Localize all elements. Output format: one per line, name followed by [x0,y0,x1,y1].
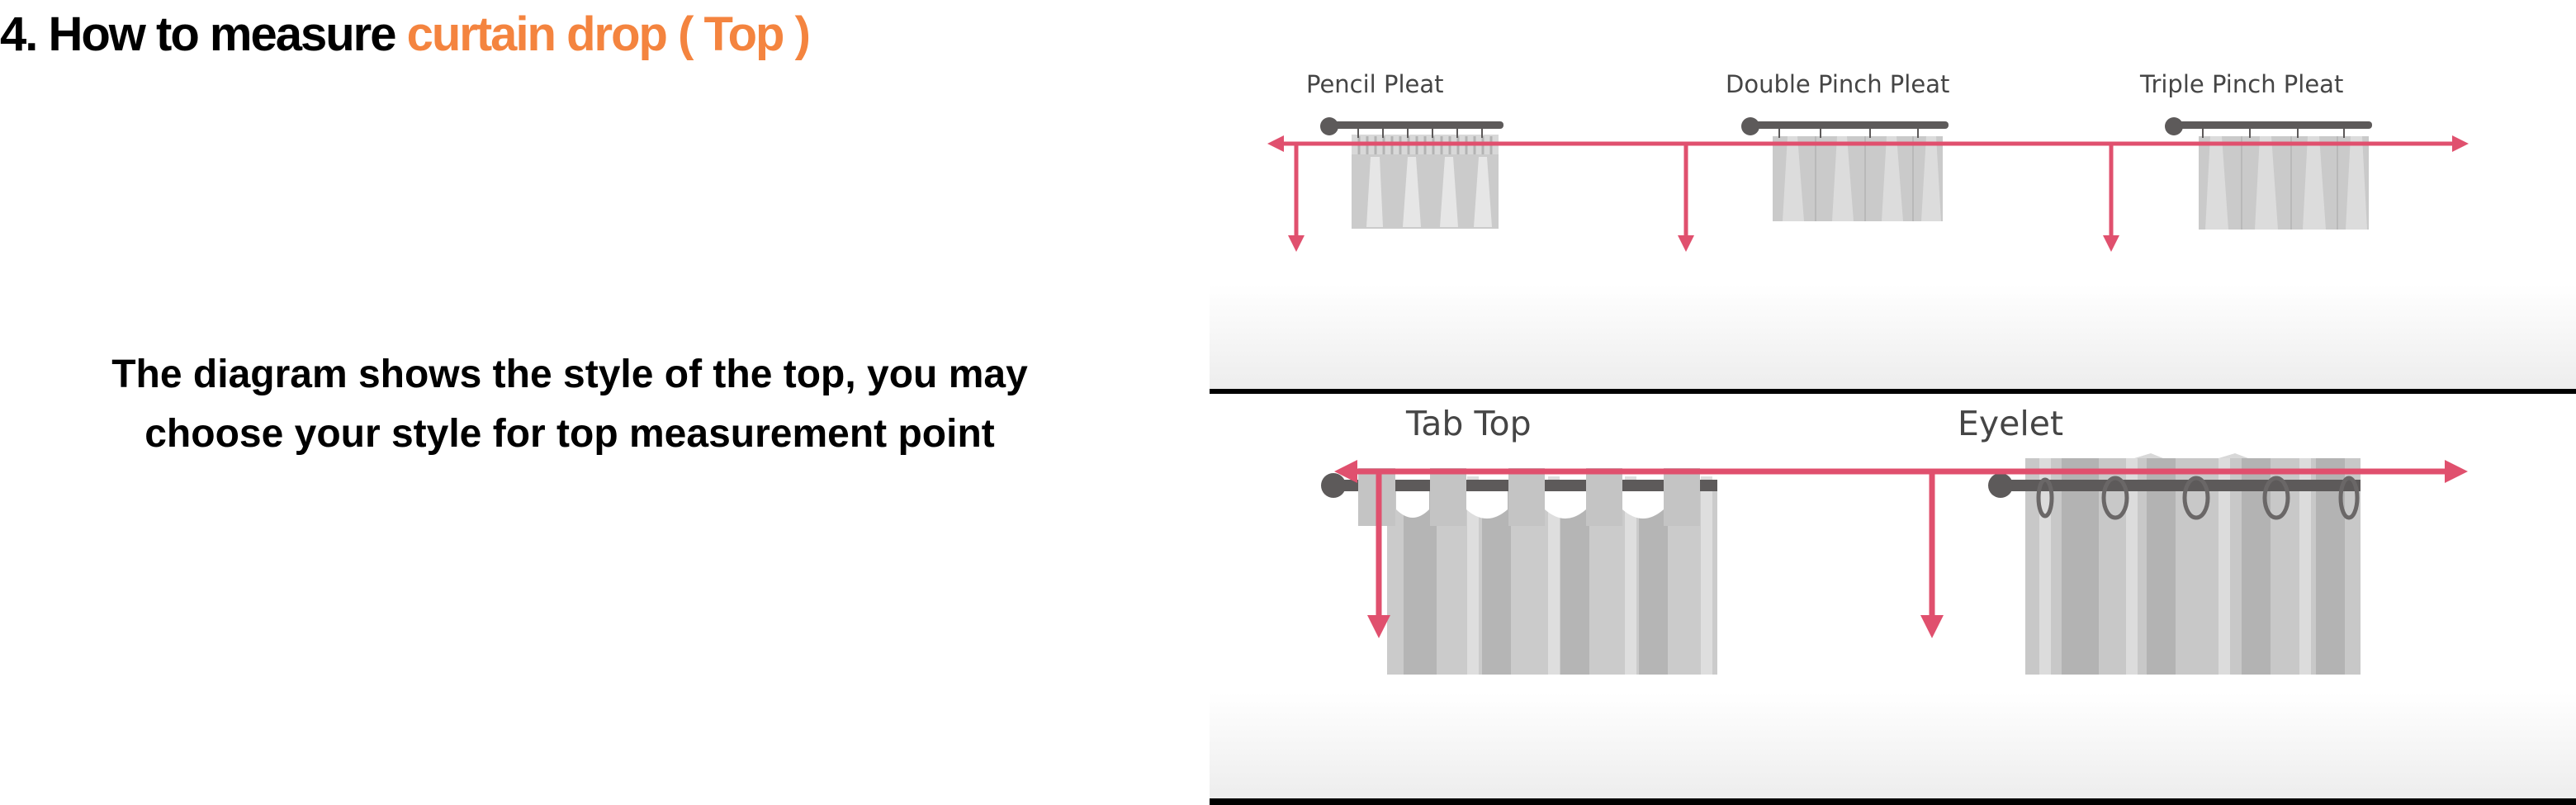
measurement-arrows [1267,135,2469,252]
title-prefix: 4. How to measure [0,7,407,61]
floor-shade [1210,693,2576,805]
page-title: 4. How to measure curtain drop ( Top ) [0,2,811,68]
floor-shade [1210,285,2576,394]
top-styles-panel: Tab Top Eyelet [1210,394,2576,805]
title-highlight: curtain drop ( Top ) [406,7,811,61]
tab-eyelet-diagram: Tab Top Eyelet [1210,404,2576,805]
pleat-styles-panel: Pencil Pleat Double Pinch Pleat Triple P… [1210,62,2576,394]
pleat-styles-diagram: Pencil Pleat Double Pinch Pleat Triple P… [1210,70,2576,394]
measurement-arrows [1334,460,2468,638]
description-line-2: choose your style for top measurement po… [144,412,995,456]
panel-divider [1210,389,2576,394]
style-label-pencil-pleat: Pencil Pleat [1306,70,1443,98]
pencil-pleat-curtain [1352,135,1499,229]
style-label-tab-top: Tab Top [1405,404,1532,443]
double-pinch-pleat-curtain [1773,136,1943,221]
eyelet-curtain [1988,453,2361,675]
style-label-triple-pinch-pleat: Triple Pinch Pleat [2139,70,2343,98]
curtain-rods [1320,117,2372,135]
panel-divider [1210,798,2576,805]
style-label-double-pinch-pleat: Double Pinch Pleat [1726,70,1949,98]
diagram-description: The diagram shows the style of the top, … [33,345,1106,464]
triple-pinch-pleat-curtain [2199,136,2369,230]
style-label-eyelet: Eyelet [1958,404,2063,443]
description-line-1: The diagram shows the style of the top, … [111,353,1028,396]
